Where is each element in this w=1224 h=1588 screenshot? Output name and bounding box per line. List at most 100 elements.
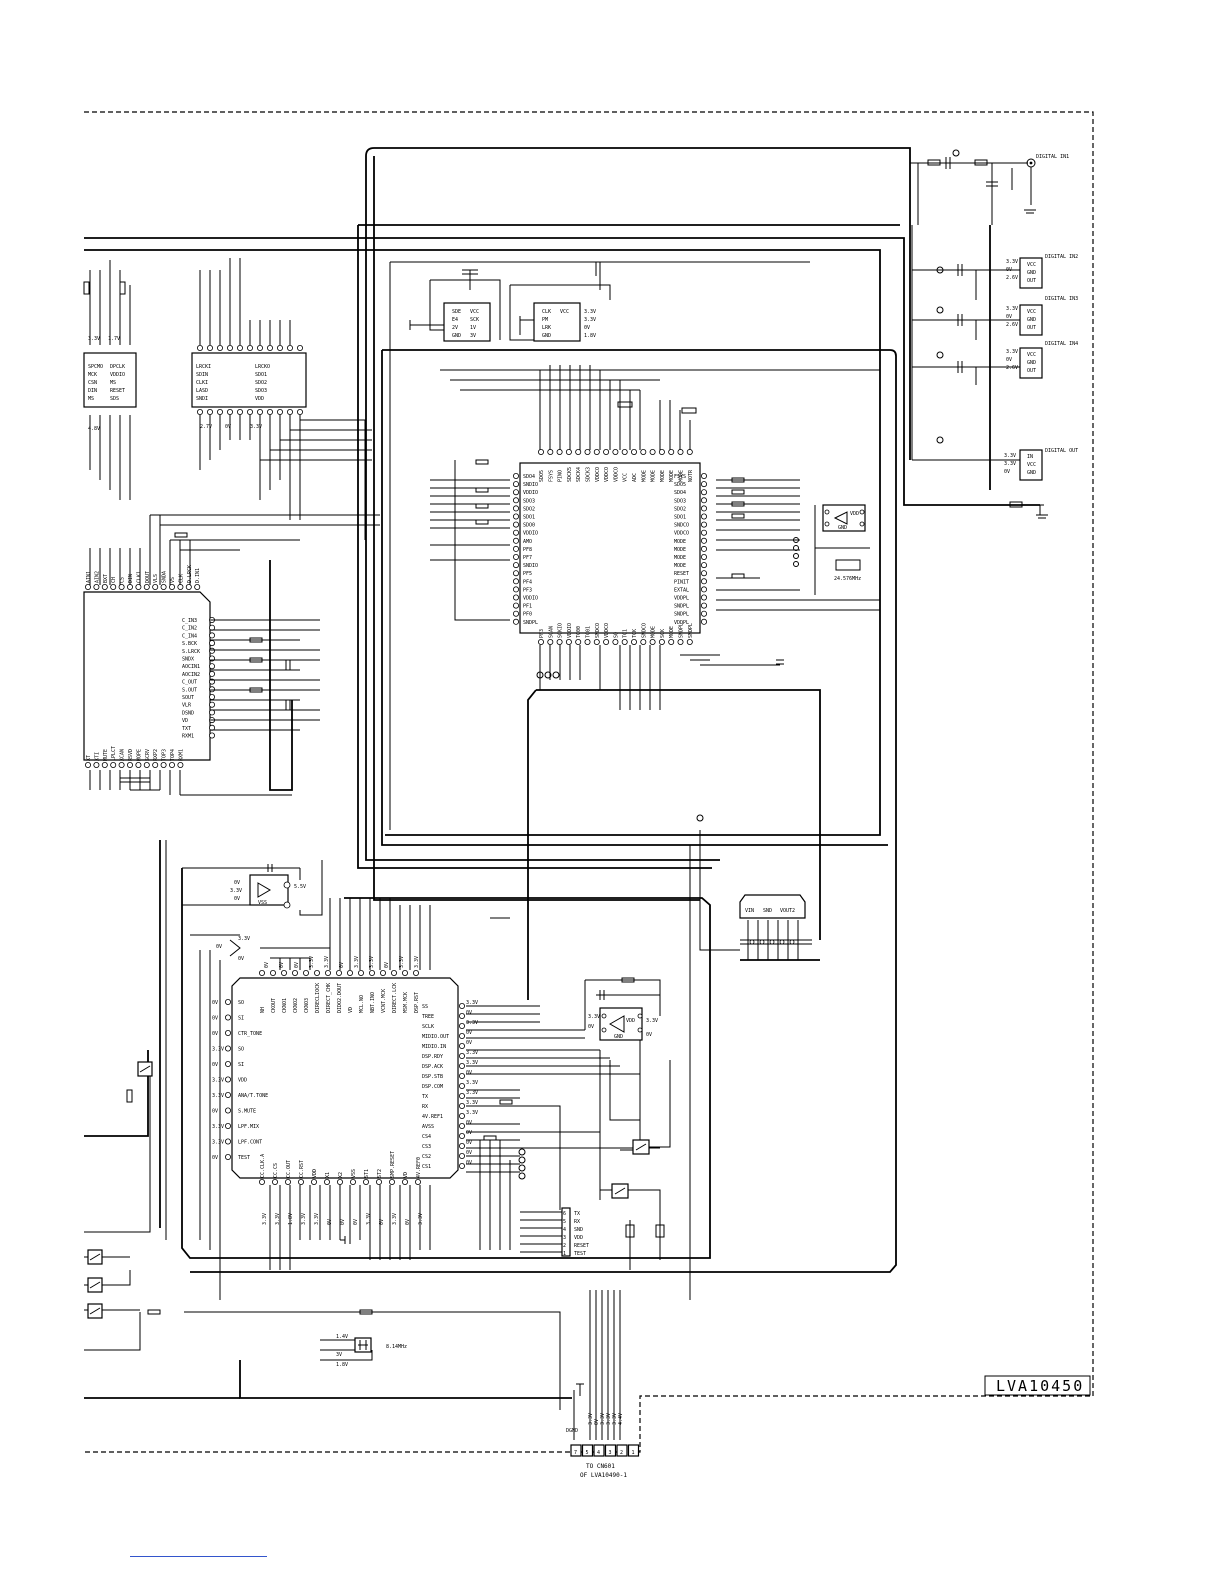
out-v33b: 3.3V [1004, 461, 1016, 467]
digital-in4-label: DIGITAL IN4 [1045, 341, 1078, 347]
dsp-right-pin-8: MODE [674, 539, 686, 545]
lic-v6: 4.8V [88, 426, 100, 432]
dsp-top-pin-10: ADC [632, 473, 638, 482]
left-ic: SPCMO MCK CSN DIN MS DPCLK VDDIO MS RESE… [83, 260, 137, 500]
codec-left-pin-11: VLR [182, 703, 192, 709]
dsp-bottom-pin-7: VDDCO [604, 623, 610, 638]
reg-vin: VIN [745, 908, 754, 914]
ica-p8: VCC [470, 309, 479, 315]
mcu-bottom-v-2: 1.8V [288, 1213, 294, 1225]
lic-s1: VDDIO [110, 372, 125, 378]
reg-vout2: VOUT2 [780, 908, 795, 914]
mcu-bottom-v-7: 0V [353, 1219, 359, 1225]
in4-v33: 3.3V [1006, 349, 1018, 355]
lic-p3: DIN [88, 388, 97, 394]
mcu-bottom-pin-11: VD [403, 1172, 409, 1178]
small-ic-a: SDE E4 2V GND VCC SCK 1V 3V [409, 269, 501, 342]
opamp-gnd: GND [614, 1034, 623, 1040]
codec-top-pin-10: VS [170, 577, 176, 583]
dsp-left-pin-8: AMO [523, 539, 532, 545]
uic-r0: LRCKO [255, 364, 270, 370]
page-link-rule [130, 1556, 267, 1557]
codec-top-pin-2: BXT [103, 574, 109, 583]
codec-bottom-pin-11: RXM1 [178, 749, 184, 761]
codec-bottom-pin-2: MUTE [103, 749, 109, 761]
dsp-right-pin-15: VDDPL [674, 596, 689, 602]
dsp-left-pin-12: PF5 [523, 571, 532, 577]
mcu-bottom-pin-8: ST1 [364, 1169, 370, 1178]
icb-v4: 1.8V [584, 333, 596, 339]
dsp-right-pin-14: EXTAL [674, 587, 689, 593]
in3-out: OUT [1027, 325, 1036, 331]
mcu-top-v-7: 3.3V [369, 956, 375, 968]
mcu-right-v-14: 0V [466, 1140, 472, 1146]
small-ic-b: CLK PM LRK GND VCC 3.3V 3.3V 0V 1.8V [509, 262, 611, 342]
mcu-right-v-1: 0V [466, 1010, 472, 1016]
codec-top-pin-13: D.IN1 [195, 568, 201, 583]
mcu-left-pin-0: SO [238, 1000, 244, 1006]
dsp-right-pin-10: MODE [674, 555, 686, 561]
dsp-left-pin-3: SDO3 [523, 498, 535, 504]
codec-top-pin-8: VLS [153, 574, 159, 583]
mcu-bottom-pin-9: ST2 [377, 1169, 383, 1178]
dsp-right-pin-4: SDO2 [674, 506, 686, 512]
dsp-bottom-pin-2: SCKIO [558, 623, 564, 638]
dsp-top-pin-14: MODE [669, 470, 675, 482]
mcu-bottom-pin-6: X2 [338, 1172, 344, 1178]
dsp-top-pin-13: MODE [660, 470, 666, 482]
mcu-right-pin-5: DSP.RDY [422, 1054, 443, 1060]
codec-left-pin-15: RXM1 [182, 734, 194, 740]
tr-v0: 0V [216, 944, 222, 950]
dsp-left-pin-5: SDO1 [523, 515, 535, 521]
mcu-right-pin-7: DSP.STB [422, 1074, 443, 1080]
cable-dgnd: DGND [566, 1428, 578, 1434]
dsp-right-pin-12: RESET [674, 571, 689, 577]
cable-v-1: 0V [594, 1419, 600, 1425]
dsp-left-pin-11: SNDIO [523, 563, 538, 569]
uic-l1: SDIN [196, 372, 208, 378]
in4-vcc: VCC [1027, 352, 1036, 358]
mcu-right-v-13: 0V [466, 1130, 472, 1136]
mcu-right-v-12: 0V [466, 1120, 472, 1126]
codec-bottom-pin-8: RXP2 [153, 749, 159, 761]
cable-v-3: 3.3V [606, 1413, 612, 1425]
mcu-top-pin-10: NBT.INO [370, 992, 376, 1013]
upper-ic: LRCKI SDIN CLKI LASD SNDI LRCKO SDO1 SDO… [191, 258, 372, 540]
codec-top-pin-5: DIN [128, 574, 134, 583]
uic-l3: LASD [196, 388, 208, 394]
mcu-left-v-4: 0V [212, 1062, 218, 1068]
in2-v33: 3.3V [1006, 259, 1018, 265]
digital-in3-label: DIGITAL IN3 [1045, 296, 1078, 302]
mcu-bottom-v-11: 0V [405, 1219, 411, 1225]
regulator: VIN SND VOUT2 [689, 814, 820, 1300]
cn-pin-4: 4 [597, 1450, 600, 1456]
mcu-right-v-4: 0V [466, 1040, 472, 1046]
mcu-right-pin-9: TX [422, 1094, 428, 1100]
codec-top-pin-1: AIN2 [94, 571, 100, 583]
mcu-left-pin-4: SI [238, 1062, 244, 1068]
mcu-bottom-v-1: 3.3V [275, 1213, 281, 1225]
mcu-right-v-0: 3.3V [466, 1000, 478, 1006]
uic-r2: SDO2 [255, 380, 267, 386]
dsp-top-pin-0: SDO5 [539, 470, 545, 482]
dsp-right-pin-6: SNDCO [674, 523, 689, 529]
cable-v-2: 3.3V [600, 1413, 606, 1425]
uic-r3: SDO3 [255, 388, 267, 394]
dsp-top-pin-2: PINO [558, 470, 564, 482]
icb-v3: 0V [584, 325, 590, 331]
dsp-right-pin-11: MODE [674, 563, 686, 569]
mcu-bottom-pin-2: CC.OUT [286, 1160, 292, 1178]
ser-n4: 4 [563, 1227, 566, 1233]
dsp-right-pin-18: VDDPL [674, 620, 689, 626]
dsp-right-pin-16: SNDPL [674, 604, 689, 610]
uic-l0: LRCKI [196, 364, 211, 370]
mcu-top-v-10: 3.3V [414, 956, 420, 968]
dsp-bottom-pin-1: SCAN [548, 626, 554, 638]
mcu-left-pin-1: SI [238, 1016, 244, 1022]
dsp-left-pin-0: SDO4 [523, 474, 535, 480]
codec-bottom-pin-0: XT [86, 755, 92, 761]
uic-v33: 3.3V [250, 424, 262, 430]
codec-left-pin-9: S.OUT [182, 687, 197, 693]
dsp-right-pin-13: PINIT [674, 579, 689, 585]
ser-test: TEST [574, 1251, 586, 1257]
